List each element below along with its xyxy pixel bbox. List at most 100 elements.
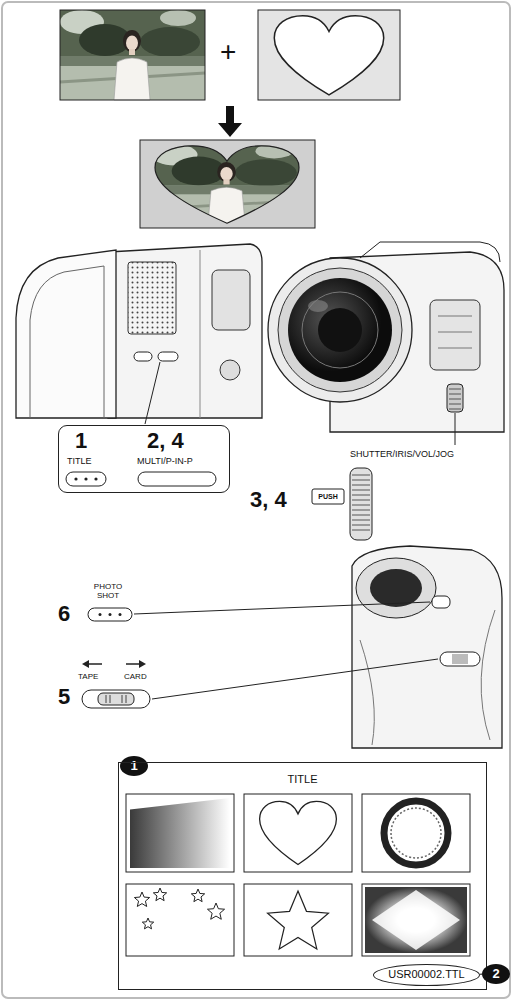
- switch-position: TAPE: [78, 672, 98, 681]
- title-thumbnail: [244, 794, 352, 872]
- title-thumbnail: [153, 888, 166, 901]
- source-photo: [60, 10, 205, 100]
- title-thumbnail: [126, 794, 234, 872]
- tape-card-switch: [82, 690, 150, 708]
- title-thumbnail: [384, 801, 448, 865]
- callout-number: 2, 4: [147, 428, 184, 453]
- camcorder-lens: [302, 292, 378, 368]
- heart-card: [258, 10, 400, 100]
- camcorder-side: [134, 352, 152, 361]
- source-photo: [60, 10, 205, 100]
- camcorder-back: [432, 596, 450, 608]
- heart-card: [258, 10, 400, 100]
- title-thumbnail: [362, 794, 470, 872]
- camcorder-back: [481, 610, 495, 740]
- title-thumbnail: [244, 884, 352, 956]
- title-thumbnail: [126, 794, 470, 956]
- direction-arrows: [87, 663, 102, 665]
- down-arrow: [226, 106, 234, 124]
- panel-buttons: [138, 472, 216, 486]
- title-thumbnail: [391, 808, 441, 858]
- tape-card-switch: [98, 693, 134, 705]
- camcorder-side: [108, 244, 262, 418]
- title-thumbnail: [244, 794, 352, 872]
- title-thumbnail: [362, 884, 470, 956]
- result-photo: [155, 146, 299, 223]
- callout-number: 2: [482, 964, 510, 984]
- direction-arrows: [126, 663, 141, 665]
- direction-arrows: [82, 660, 89, 668]
- title-thumbnail: [365, 887, 467, 953]
- switch-position: CARD: [124, 672, 147, 681]
- camcorder-lens: [268, 258, 412, 402]
- jog-dial: [312, 489, 344, 504]
- file-name-oval: USR00002.TTL: [373, 964, 480, 986]
- dial-marking: PUSH: [312, 489, 344, 504]
- panel-buttons: [74, 477, 77, 480]
- leader-line: [134, 602, 430, 614]
- camcorder-back: [356, 558, 436, 618]
- camcorder-back: [370, 569, 422, 607]
- result-photo: [152, 144, 302, 225]
- jog-dial: [350, 468, 372, 540]
- title-thumbnail: [268, 891, 329, 949]
- result-photo: [140, 140, 315, 228]
- callout-number: 5: [58, 684, 70, 709]
- title-thumbnail: [207, 903, 224, 919]
- direction-arrows: [139, 660, 146, 668]
- camcorder-side: [16, 244, 262, 418]
- screen-display: TITLE USR00002.TTL: [118, 762, 487, 990]
- camcorder-side: [158, 352, 178, 361]
- camcorder-side: [16, 250, 116, 418]
- camcorder-lens: [438, 316, 472, 348]
- source-photo: [60, 10, 205, 100]
- leader-line: [145, 362, 160, 424]
- control-name: SHUTTER/IRIS/VOL/JOG: [350, 449, 454, 459]
- callout-number: 1: [120, 756, 148, 776]
- camcorder-side: [128, 262, 176, 334]
- result-photo: [140, 140, 315, 228]
- title-thumbnail: [126, 884, 234, 956]
- camcorder-lens: [449, 389, 461, 409]
- camcorder-back: [352, 546, 502, 748]
- tape-card-switch: [106, 695, 126, 703]
- leader-line: [152, 659, 438, 699]
- callout-number: 1: [75, 428, 87, 453]
- plus-sign: +: [220, 36, 236, 68]
- down-arrow: [218, 123, 242, 137]
- photo-shot-button: [99, 613, 102, 616]
- title-thumbnail: [244, 884, 352, 956]
- camcorder-lens: [278, 268, 402, 392]
- button-name: PHOTO SHOT: [84, 582, 132, 600]
- camcorder-lens: [430, 300, 480, 370]
- camcorder-lens: [268, 242, 504, 432]
- file-name: USR00002.TTL: [374, 965, 479, 984]
- button-name: MULTI/P-IN-P: [137, 456, 193, 466]
- down-arrow: [218, 106, 242, 137]
- title-thumbnail: [191, 889, 204, 902]
- title-thumbnail: [372, 890, 460, 950]
- camcorder-side: [30, 266, 104, 418]
- photo-shot-button: [109, 613, 112, 616]
- camcorder-lens: [360, 242, 500, 262]
- screen-title: TITLE: [119, 773, 486, 786]
- camcorder-side: [212, 270, 250, 330]
- title-thumbnail: [362, 884, 470, 956]
- direction-arrows: [82, 660, 146, 668]
- panel-buttons: [94, 477, 97, 480]
- callout-number: 3, 4: [250, 487, 287, 512]
- button-name: TITLE: [67, 456, 92, 466]
- camcorder-lens: [288, 278, 392, 382]
- tape-card-switch: [82, 690, 150, 708]
- title-thumbnail: [362, 794, 470, 872]
- jog-dial: [312, 468, 372, 540]
- camcorder-side: [220, 360, 240, 380]
- panel-buttons: [66, 472, 216, 486]
- title-thumbnail: [142, 918, 153, 929]
- button-inset-panel: 1TITLE 2, 4 MULTI/P-IN-P: [58, 425, 230, 493]
- camcorder-back: [352, 546, 502, 748]
- panel-buttons: [66, 472, 106, 486]
- camcorder-back: [360, 640, 374, 745]
